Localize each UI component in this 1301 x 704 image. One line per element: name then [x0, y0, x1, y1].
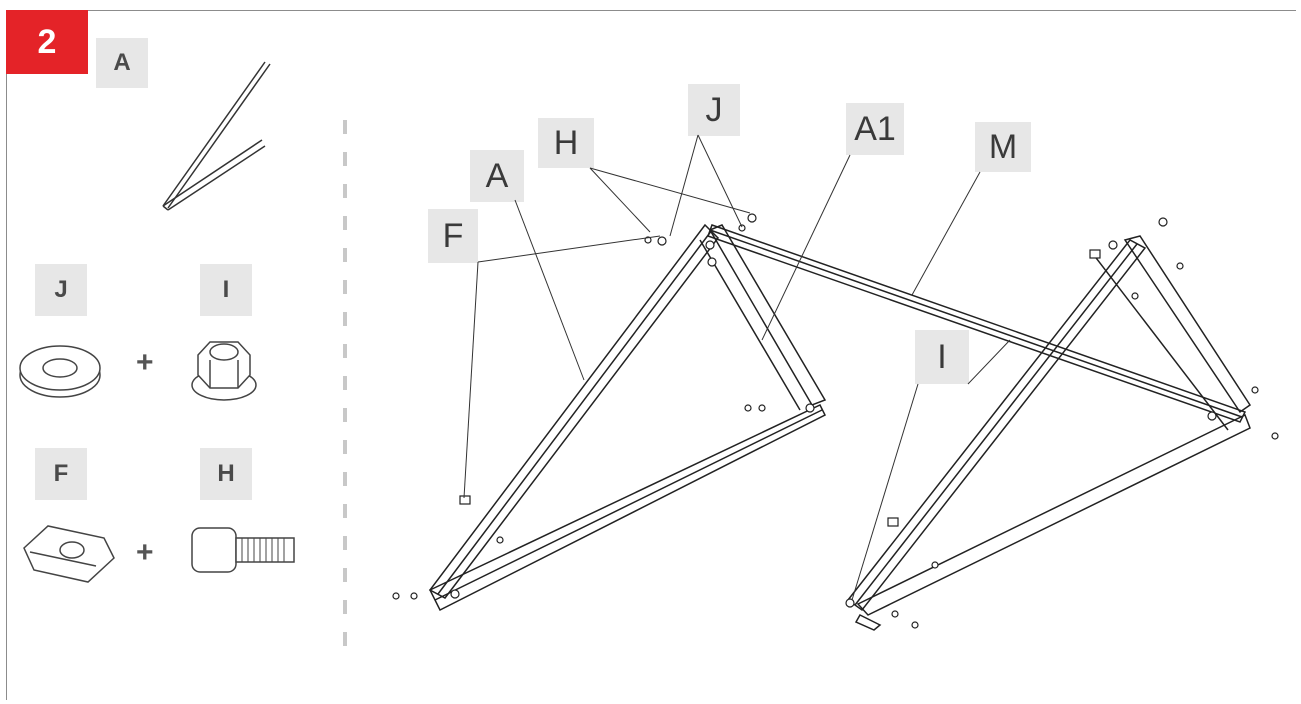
callout-f: F [428, 209, 478, 263]
callout-j: J [688, 84, 740, 136]
part-label-h: H [200, 448, 252, 500]
callout-h: H [538, 118, 594, 168]
hex-nut-icon [191, 341, 257, 401]
left-frame-drawing [428, 223, 827, 612]
leader-lines [463, 134, 1011, 601]
part-label-i: I [200, 264, 252, 316]
part-label-j: J [35, 264, 87, 316]
callout-m: M [975, 122, 1031, 172]
cap-screw-icon [191, 527, 295, 573]
right-frame-drawing [846, 235, 1252, 631]
callout-a: A [470, 150, 524, 202]
slot-nut-icon [23, 525, 115, 583]
callout-i: I [915, 330, 969, 384]
rail-m-drawing [707, 224, 1247, 423]
frame-a-icon [162, 61, 271, 211]
washer-icon [19, 345, 101, 398]
part-label-a: A [96, 38, 148, 88]
diagram-frame [6, 10, 1296, 700]
plus-sign: + [136, 346, 154, 379]
fastener-details [392, 213, 1279, 629]
part-label-f: F [35, 448, 87, 500]
plus-sign: + [136, 536, 154, 569]
step-number-badge: 2 [6, 10, 88, 74]
callout-a1: A1 [846, 103, 904, 155]
